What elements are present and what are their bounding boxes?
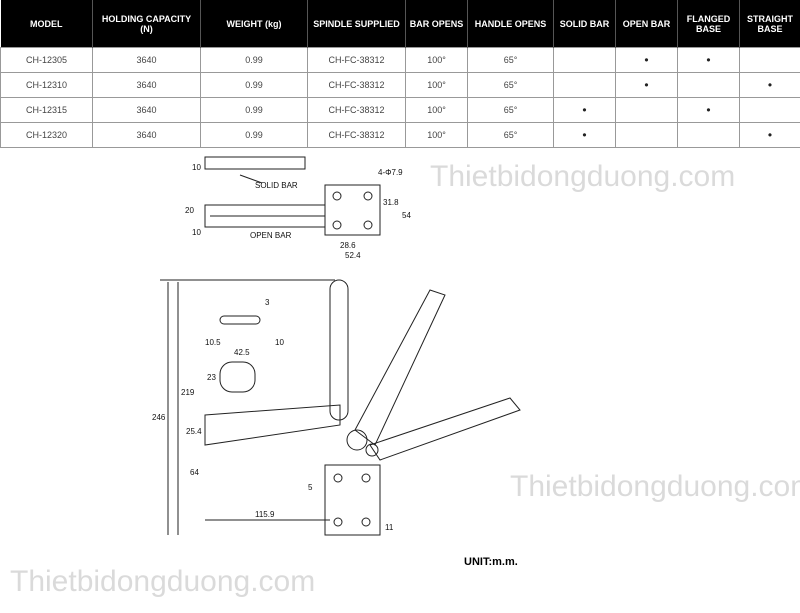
column-header: MODEL	[0, 0, 93, 48]
dim-10b: 10	[192, 228, 201, 237]
dim-10c: 10	[275, 338, 284, 347]
dim-42-5: 42.5	[234, 348, 250, 357]
dim-219: 219	[181, 388, 195, 397]
table-cell: •	[739, 72, 800, 98]
table-cell: CH-FC-38312	[307, 122, 406, 148]
table-cell: CH-FC-38312	[307, 47, 406, 73]
table-cell: 65°	[467, 72, 554, 98]
dim-246: 246	[152, 413, 166, 422]
table-cell: 65°	[467, 122, 554, 148]
column-header: HANDLE OPENS	[467, 0, 554, 48]
column-header: SOLID BAR	[553, 0, 616, 48]
table-cell: •	[553, 122, 616, 148]
column-header: STRAIGHT BASE	[739, 0, 800, 48]
table-cell: 65°	[467, 47, 554, 73]
dim-31-8: 31.8	[383, 198, 399, 207]
dim-25-4: 25.4	[186, 427, 202, 436]
column-header: OPEN BAR	[615, 0, 678, 48]
base-plate	[324, 464, 381, 536]
table-cell: 65°	[467, 97, 554, 123]
horizontal-bar	[204, 404, 341, 446]
table-cell: •	[739, 122, 800, 148]
table-cell: •	[677, 97, 740, 123]
dim-115-9: 115.9	[255, 510, 275, 519]
lowered-handle	[369, 397, 521, 461]
table-cell: 100°	[405, 97, 468, 123]
dim-11: 11	[385, 523, 394, 532]
column-header: BAR OPENS	[405, 0, 468, 48]
table-cell: 100°	[405, 122, 468, 148]
vertical-handle	[329, 279, 349, 421]
dim-10a: 10	[192, 163, 201, 172]
dim-54: 54	[402, 211, 411, 220]
column-header: SPINDLE SUPPLIED	[307, 0, 406, 48]
table-cell	[677, 72, 740, 98]
table-cell	[677, 122, 740, 148]
dim-5: 5	[308, 483, 313, 492]
open-bar-label: OPEN BAR	[250, 231, 292, 240]
open-handle	[354, 289, 446, 446]
column-header: HOLDING CAPACITY (N)	[92, 0, 201, 48]
table-cell: CH-12320	[0, 122, 93, 148]
dim-3: 3	[265, 298, 270, 307]
table-cell: CH-12305	[0, 47, 93, 73]
dim-28-6: 28.6	[340, 241, 356, 250]
table-cell: 3640	[92, 72, 201, 98]
table-cell	[553, 47, 616, 73]
table-cell: 3640	[92, 122, 201, 148]
column-header: FLANGED BASE	[677, 0, 740, 48]
dim-64: 64	[190, 468, 199, 477]
dim-23: 23	[207, 373, 216, 382]
unit-label: UNIT:m.m.	[464, 556, 518, 568]
column-header: WEIGHT (kg)	[200, 0, 308, 48]
holes-label: 4-Φ7.9	[378, 168, 403, 177]
dim-10-5: 10.5	[205, 338, 221, 347]
base-plate-top	[324, 184, 381, 236]
dim-52-4: 52.4	[345, 251, 361, 260]
solid-bar-label: SOLID BAR	[255, 181, 298, 190]
table-cell: 0.99	[200, 97, 308, 123]
dim-20: 20	[185, 206, 194, 215]
solid-bar-shape	[204, 156, 306, 170]
